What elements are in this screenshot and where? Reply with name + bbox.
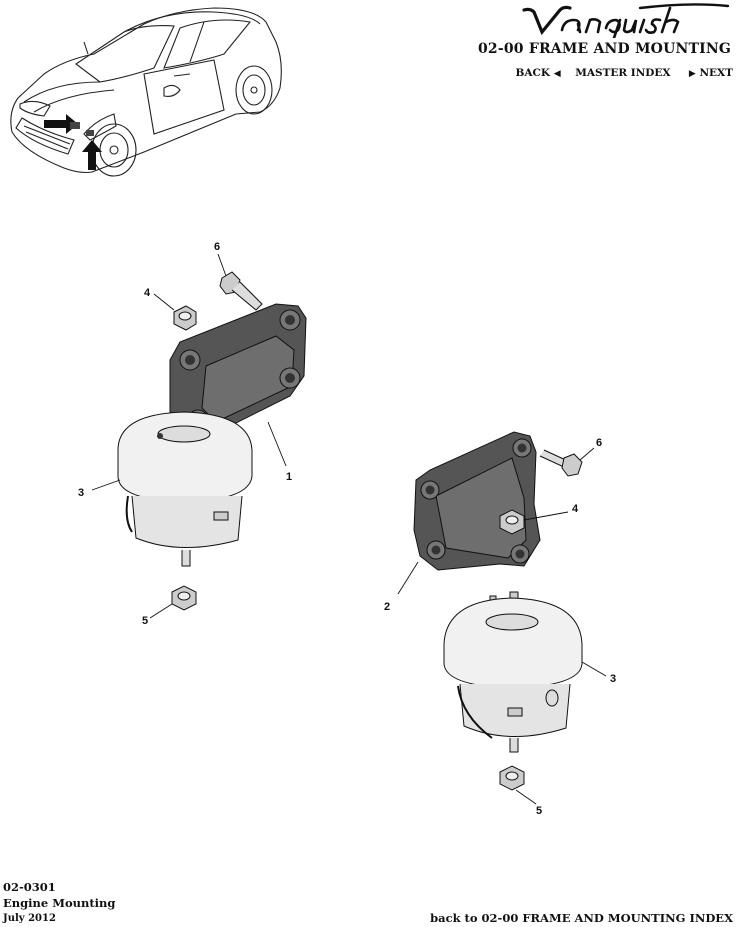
- publication-date: July 2012: [3, 913, 56, 924]
- page-name: Engine Mounting: [3, 896, 116, 910]
- left-mount-assembly: 6 4 1 3 5: [78, 241, 307, 627]
- back-link[interactable]: BACK ◀: [516, 67, 561, 79]
- vanquish-logo: [522, 3, 730, 38]
- nut-right: [499, 509, 525, 535]
- triangle-left-icon: ◀: [553, 69, 561, 79]
- back-label: BACK: [515, 67, 551, 79]
- right-mount-assembly: 6 4 2 3 5: [384, 431, 616, 817]
- callout-5-right: 5: [536, 805, 542, 817]
- car-locator-illustration: [10, 7, 282, 177]
- callout-4-left: 4: [144, 287, 151, 299]
- master-index-link[interactable]: MASTER INDEX: [575, 67, 671, 79]
- callout-4-right: 4: [572, 503, 579, 515]
- next-link[interactable]: ▶ NEXT: [689, 67, 733, 79]
- bolt-right: [539, 449, 583, 477]
- callout-3-left: 3: [78, 487, 84, 499]
- callout-3-right: 3: [610, 673, 616, 685]
- back-to-index-link[interactable]: back to 02-00 FRAME AND MOUNTING INDEX: [430, 911, 733, 925]
- callout-5-left: 5: [142, 615, 148, 627]
- parts-diagram: 6 4 1 3 5: [78, 241, 616, 817]
- bracket-2: [413, 431, 541, 571]
- callout-1: 1: [286, 471, 292, 483]
- nut-lower-left: [171, 585, 197, 611]
- arrow-right-icon: [44, 114, 78, 134]
- engine-mount-right: [443, 591, 583, 753]
- section-title: 02-00 FRAME AND MOUNTING: [477, 41, 731, 57]
- page-code: 02-0301: [3, 880, 56, 894]
- bolt-left: [219, 271, 263, 311]
- callout-6-left: 6: [214, 241, 220, 253]
- next-label: NEXT: [699, 67, 733, 79]
- navigation-bar: BACK ◀ MASTER INDEX ▶ NEXT: [516, 67, 733, 79]
- nut-lower-right: [499, 765, 525, 791]
- nut-left: [173, 305, 197, 331]
- engine-mount-left: [117, 411, 253, 567]
- arrow-up-icon: [82, 140, 102, 170]
- triangle-right-icon: ▶: [688, 69, 696, 79]
- callout-2: 2: [384, 601, 390, 613]
- callout-6-right: 6: [596, 437, 602, 449]
